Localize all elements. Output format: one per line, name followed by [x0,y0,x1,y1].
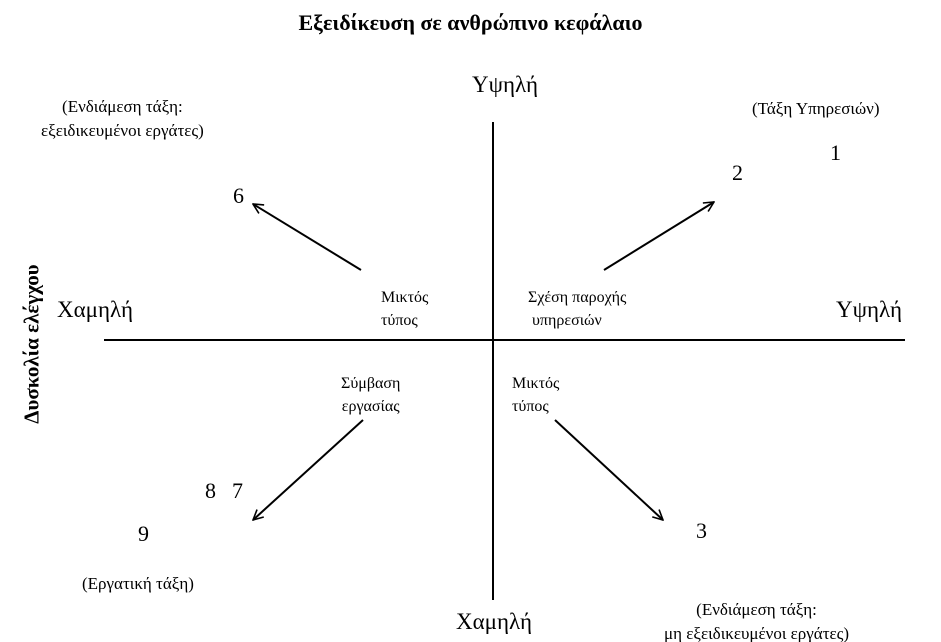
class-label-line: μη εξειδικευμένοι εργάτες) [664,624,850,642]
number-8: 8 [205,478,216,503]
quadrant-label-upper-left: Μικτός τύπος [381,286,428,332]
number-3: 3 [696,518,707,543]
number-9: 9 [138,521,149,546]
quadrant-label-line: υπηρεσιών [532,312,602,329]
axis-bottom-label: Χαμηλή [456,609,532,634]
quadrant-label-line: τύπος [512,398,549,415]
quadrant-label-line: εργασίας [341,398,400,415]
quadrant-label-lower-left: Σύμβαση εργασίας [341,372,400,418]
y-axis-label: Δυσκολία ελέγχου [19,264,44,424]
quadrant-label-line: Σχέση παροχής [528,289,627,306]
number-6: 6 [233,183,244,208]
axis-top-label: Υψηλή [472,72,539,97]
diagram-title: Εξειδίκευση σε ανθρώπινο κεφάλαιο [298,10,643,35]
quadrant-label-lower-right: Μικτός τύπος [512,372,559,418]
class-label-line: (Εργατική τάξη) [82,574,194,593]
class-label-lower-left: (Εργατική τάξη) [82,572,194,596]
class-label-lower-right: (Ενδιάμεση τάξη: μη εξειδικευμένοι εργάτ… [664,598,849,642]
class-label-upper-left: (Ενδιάμεση τάξη: εξειδικευμένοι εργάτες) [41,95,204,143]
number-2: 2 [732,160,743,185]
arrow-lower-left [253,419,364,520]
class-label-line: (Ενδιάμεση τάξη: [62,97,183,116]
quadrant-label-line: Μικτός [512,375,560,392]
quadrant-label-line: Σύμβαση [341,375,401,392]
quadrant-label-line: Μικτός [381,289,429,306]
arrow-upper-left [253,204,362,271]
class-label-line: (Τάξη Υπηρεσιών) [752,99,880,118]
axis-right-label: Υψηλή [836,297,903,322]
number-1: 1 [830,140,841,165]
arrow-upper-right [603,202,714,271]
class-label-line: (Ενδιάμεση τάξη: [696,600,817,619]
class-label-line: εξειδικευμένοι εργάτες) [41,121,204,140]
class-label-upper-right: (Τάξη Υπηρεσιών) [752,97,880,121]
arrow-lower-right [554,419,663,520]
quadrant-label-line: τύπος [381,312,418,329]
axis-left-label: Χαμηλή [57,297,133,322]
number-7: 7 [232,478,243,503]
quadrant-label-upper-right: Σχέση παροχής υπηρεσιών [528,286,626,332]
